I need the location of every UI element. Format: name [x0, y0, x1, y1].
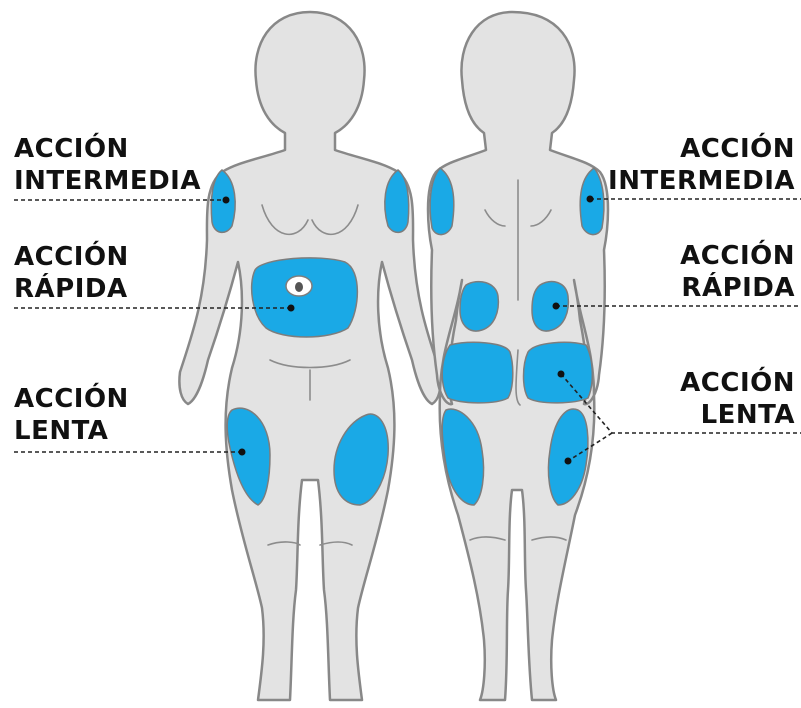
label-intermediate-right: ACCIÓN INTERMEDIA: [608, 133, 795, 197]
back-zone-buttock-left: [442, 342, 513, 403]
marker-rapid-left: [288, 305, 295, 312]
label-slow-left-line2: LENTA: [14, 415, 129, 447]
front-figure: [179, 12, 440, 700]
label-rapid-left: ACCIÓN RÁPIDA: [14, 241, 129, 305]
label-slow-left-line1: ACCIÓN: [14, 383, 129, 415]
marker-slow-right-thigh: [565, 458, 572, 465]
label-rapid-left-line2: RÁPIDA: [14, 273, 129, 305]
marker-slow-left: [239, 449, 246, 456]
label-rapid-left-line1: ACCIÓN: [14, 241, 129, 273]
front-zone-abdomen: [252, 258, 358, 337]
marker-intermediate-left: [223, 197, 230, 204]
marker-rapid-right: [553, 303, 560, 310]
label-intermediate-right-line2: INTERMEDIA: [608, 165, 795, 197]
label-intermediate-left-line2: INTERMEDIA: [14, 165, 201, 197]
back-figure: [428, 12, 608, 700]
label-slow-right-line2: LENTA: [680, 399, 795, 431]
marker-slow-right-buttock: [558, 371, 565, 378]
label-rapid-right-line1: ACCIÓN: [680, 240, 795, 272]
label-slow-right: ACCIÓN LENTA: [680, 367, 795, 431]
label-intermediate-left: ACCIÓN INTERMEDIA: [14, 133, 201, 197]
marker-intermediate-right: [587, 196, 594, 203]
label-intermediate-left-line1: ACCIÓN: [14, 133, 201, 165]
front-body-silhouette: [179, 12, 440, 700]
navel: [295, 282, 303, 292]
label-rapid-right: ACCIÓN RÁPIDA: [680, 240, 795, 304]
label-slow-left: ACCIÓN LENTA: [14, 383, 129, 447]
label-slow-right-line1: ACCIÓN: [680, 367, 795, 399]
label-intermediate-right-line1: ACCIÓN: [608, 133, 795, 165]
label-rapid-right-line2: RÁPIDA: [680, 272, 795, 304]
